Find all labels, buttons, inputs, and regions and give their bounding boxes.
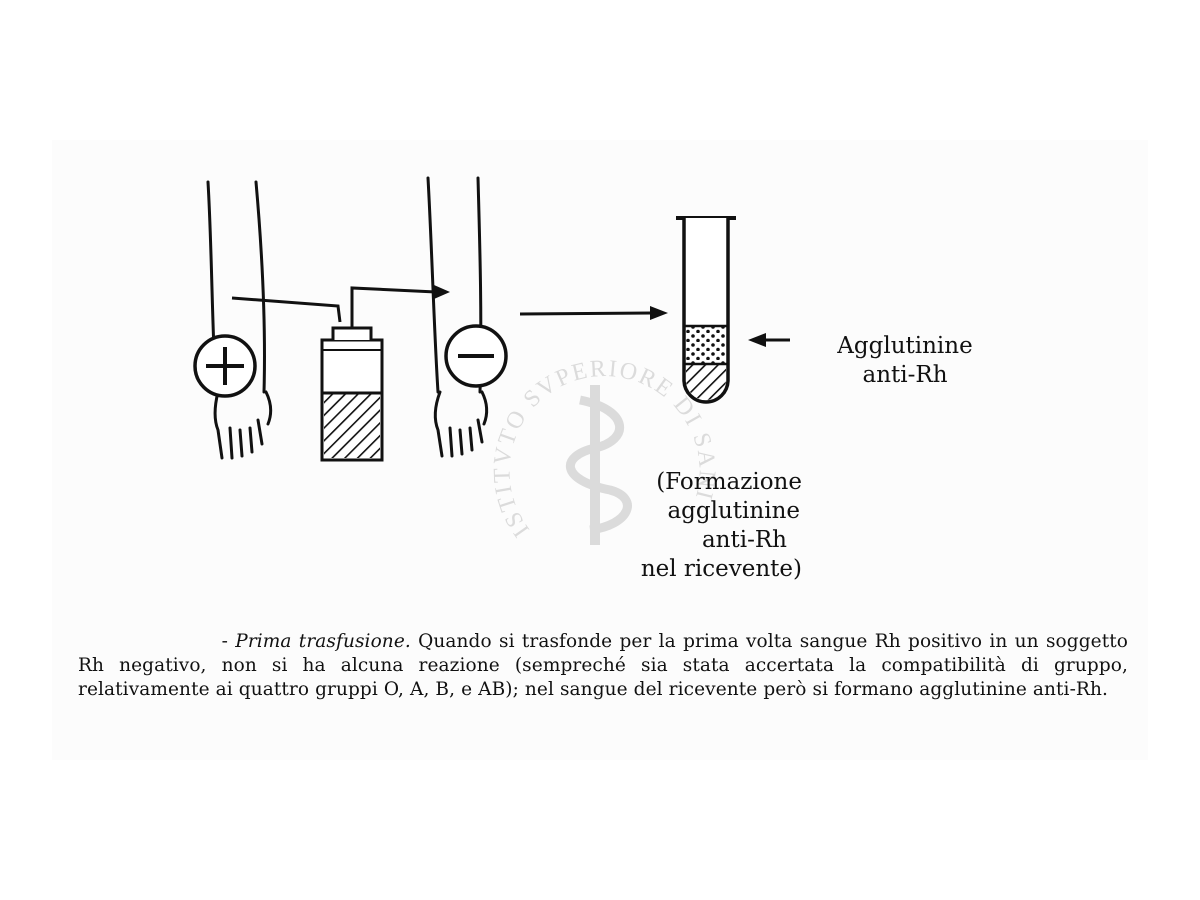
result-arrow: [519, 311, 653, 316]
caption-lead: Prima trasfusione.: [235, 631, 411, 652]
donor-tube: [231, 296, 342, 323]
agglutinine-pointer-arrowhead: [748, 333, 766, 347]
formazione-label-line-3: anti-Rh: [701, 527, 787, 553]
recipient-tube-arrowhead: [434, 285, 450, 299]
caption-body: Quando si trasfonde per la prima volta s…: [78, 631, 1129, 700]
result-arrowhead: [650, 306, 668, 320]
formazione-label: (Formazione agglutinine anti-Rh nel rice…: [590, 468, 802, 584]
agglutinine-label-line-1: Agglutinine: [837, 333, 973, 359]
figure-caption: - Prima trasfusione. Quando si trasfonde…: [78, 630, 1128, 702]
figure-panel: [52, 140, 1148, 760]
recipient-tube: [350, 286, 437, 328]
formazione-label-line-2: agglutinine: [667, 498, 800, 524]
agglutinine-label-line-2: anti-Rh: [862, 362, 948, 388]
caption-dash: -: [221, 631, 228, 652]
donor-arm: [206, 180, 273, 460]
formazione-label-line-4: nel ricevente): [640, 556, 802, 582]
recipient-arm: [426, 176, 489, 458]
agglutinine-label: Agglutinine anti-Rh: [815, 332, 995, 390]
donor-plus-symbol: [193, 334, 257, 398]
recipient-minus-symbol: [444, 324, 508, 388]
blood-bottle: [320, 326, 384, 462]
formazione-label-line-1: (Formazione: [656, 469, 802, 495]
test-tube: [676, 216, 736, 404]
